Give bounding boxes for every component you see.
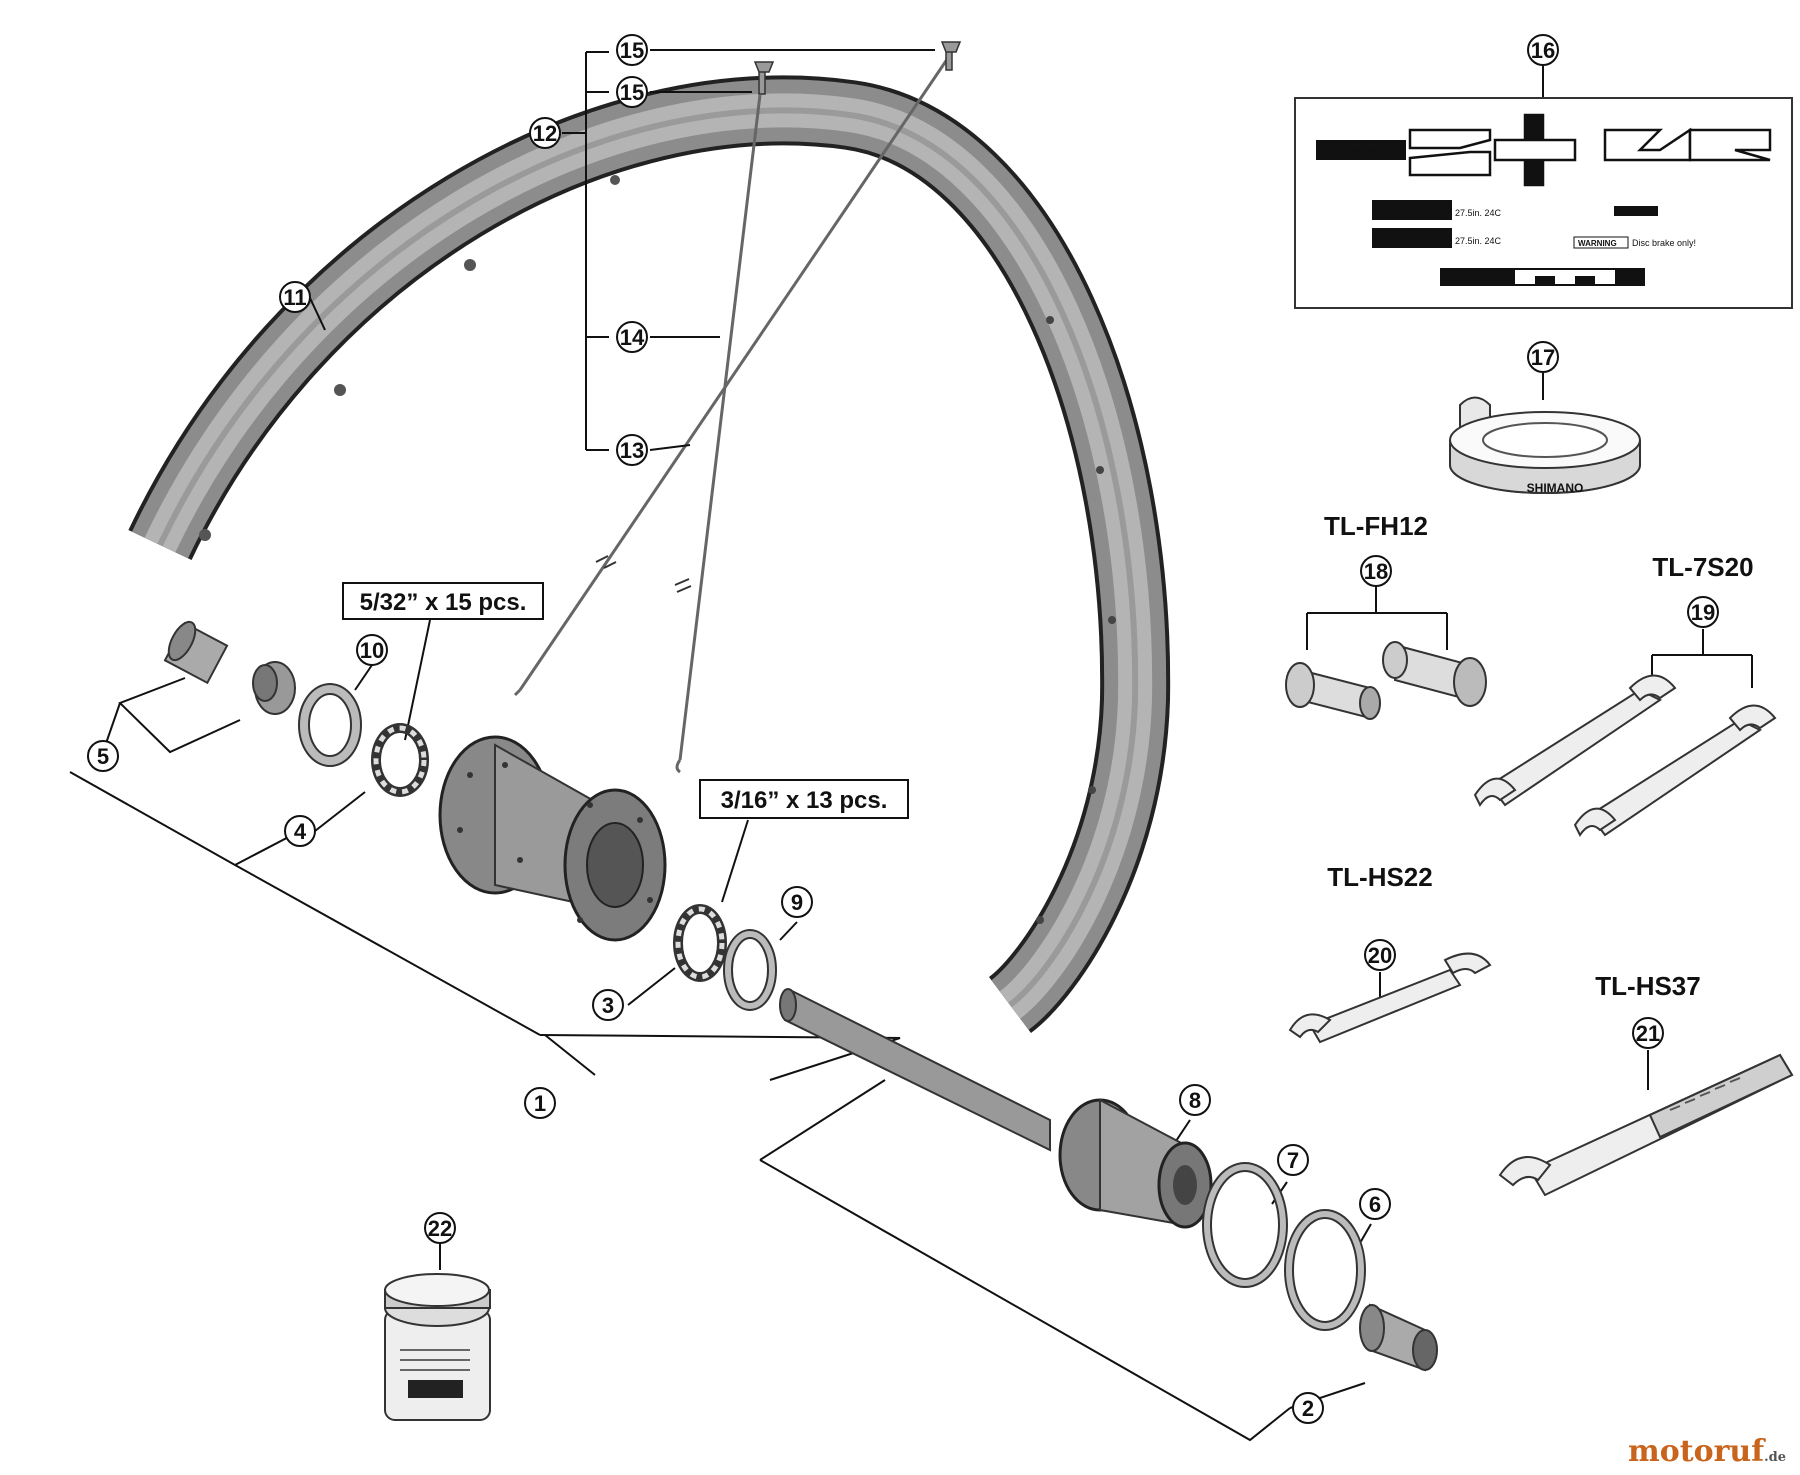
part-grease-tub [384, 1273, 491, 1421]
callout-label: 9 [791, 890, 803, 915]
callout-10: 10 [356, 634, 388, 666]
part-ball-retainer-front [371, 723, 429, 797]
decal-model2: MT500 [1374, 226, 1442, 251]
ball-label-front: 5/32” x 15 pcs. [342, 582, 544, 620]
ball-label-rear: 3/16” x 13 pcs. [699, 779, 909, 819]
callout-15-top: 15 [616, 34, 648, 66]
spokes [513, 54, 952, 774]
watermark: motoruf.de [1628, 1434, 1786, 1469]
part-freehub-body [1058, 1098, 1213, 1229]
callout-6: 6 [1359, 1188, 1391, 1220]
tool-label-tl-7s20: TL-7S20 [1652, 552, 1753, 582]
callout-21: 21 [1632, 1017, 1664, 1049]
rim [128, 75, 1171, 1033]
callout-14: 14 [616, 321, 648, 353]
part-axle [779, 988, 1051, 1152]
part-cone [252, 661, 296, 715]
callout-11: 11 [279, 281, 311, 313]
callout-13: 13 [616, 434, 648, 466]
decal-model1-small: 27.5in. 24C [1455, 208, 1502, 218]
callout-16: 16 [1527, 34, 1559, 66]
watermark-tld: .de [1764, 1450, 1786, 1465]
callout-label: 4 [294, 819, 307, 844]
callout-15-second: 15 [616, 76, 648, 108]
tool-tl-hs22 [1288, 952, 1492, 1044]
part-lock-nut [163, 620, 229, 685]
callout-17: 17 [1527, 341, 1559, 373]
callout-20: 20 [1364, 939, 1396, 971]
callout-18: 18 [1360, 555, 1392, 587]
decal-model2-small: 27.5in. 24C [1455, 236, 1502, 246]
callout-label: 13 [620, 438, 644, 463]
part-spacer-7 [1202, 1162, 1288, 1288]
decal-sheet: SHIMANO MT500 27.5in. 24C MT500 27.5in. … [1294, 97, 1793, 309]
decal-disc-note: Disc brake only! [1632, 238, 1696, 248]
callout-label: 17 [1531, 345, 1555, 370]
callout-label: 18 [1364, 559, 1388, 584]
callout-label: 19 [1691, 600, 1715, 625]
callout-label: 20 [1368, 943, 1392, 968]
callout-label: 22 [428, 1216, 452, 1241]
callout-4: 4 [284, 815, 316, 847]
callout-8: 8 [1179, 1084, 1211, 1116]
callout-19: 19 [1687, 596, 1719, 628]
callout-1: 1 [524, 1087, 556, 1119]
callout-9: 9 [781, 886, 813, 918]
watermark-brand: motoruf [1627, 1434, 1765, 1469]
callout-3: 3 [592, 989, 624, 1021]
tool-tl-7s20 [1473, 674, 1777, 837]
callout-label: 5 [97, 744, 109, 769]
ball-label-front-text: 5/32” x 15 pcs. [360, 589, 527, 616]
callout-label: 10 [360, 638, 384, 663]
part-seal-10 [298, 683, 362, 767]
callout-label: 16 [1531, 38, 1555, 63]
callout-label: 6 [1369, 1192, 1381, 1217]
tool-label-tl-fh12: TL-FH12 [1324, 511, 1428, 541]
rim-tape-brand: SHIMANO [1527, 481, 1584, 495]
callout-label: 7 [1287, 1148, 1299, 1173]
part-end-cap [1359, 1303, 1438, 1372]
callout-label: 11 [283, 285, 306, 310]
tool-tl-hs37 [1498, 1053, 1794, 1197]
ball-label-rear-text: 3/16” x 13 pcs. [721, 787, 888, 814]
callout-label: 8 [1189, 1088, 1201, 1113]
part-ball-retainer-rear [673, 904, 727, 982]
callout-label: 1 [534, 1091, 546, 1116]
callout-label: 2 [1302, 1396, 1314, 1421]
decal-brand: SHIMANO [1340, 146, 1382, 156]
tool-tl-fh12 [1285, 641, 1487, 720]
callout-7: 7 [1277, 1144, 1309, 1176]
hub-parts [163, 620, 1438, 1421]
spoke-nipples [753, 41, 962, 95]
tool-label-tl-hs37: TL-HS37 [1595, 971, 1700, 1001]
callout-2: 2 [1292, 1392, 1324, 1424]
decal-mt-logo [1408, 113, 1772, 187]
callout-label: 3 [602, 993, 614, 1018]
decal-model1: MT500 [1374, 198, 1442, 223]
part-hub-body [438, 735, 667, 942]
callout-label: 15 [620, 38, 644, 63]
part-spacer-6 [1284, 1209, 1366, 1331]
decal-warning: WARNING [1578, 239, 1617, 248]
callout-label: 21 [1636, 1021, 1660, 1046]
callout-22: 22 [424, 1212, 456, 1244]
part-seal-9 [723, 929, 777, 1011]
rim-tape: SHIMANO [1449, 396, 1641, 495]
callout-12: 12 [529, 117, 561, 149]
callout-label: 15 [620, 80, 644, 105]
tool-label-tl-hs22: TL-HS22 [1327, 862, 1432, 892]
callout-5: 5 [87, 740, 119, 772]
callouts: 15 15 12 14 13 11 10 5 4 9 3 1 8 7 6 2 2… [87, 34, 1719, 1424]
callout-label: 14 [620, 325, 645, 350]
callout-label: 12 [533, 121, 557, 146]
